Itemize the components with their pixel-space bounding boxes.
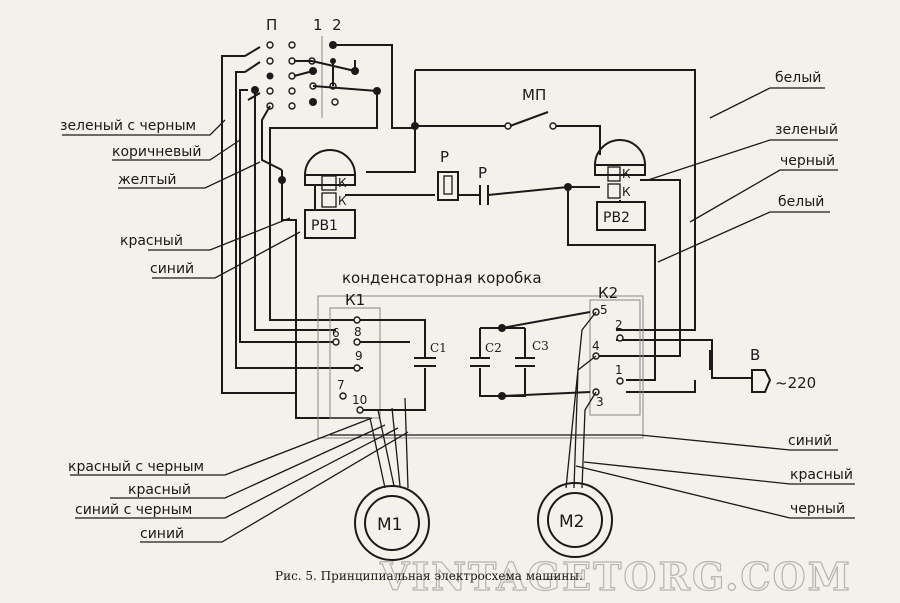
rv2-contact-lower: К	[622, 185, 631, 199]
motor-m2: М2	[537, 482, 613, 558]
switch-col2-label: 2	[332, 16, 342, 34]
c2-label: С2	[485, 341, 502, 355]
wire-label-yellow: желтый	[118, 172, 176, 188]
rv1-contact-lower: К	[338, 194, 347, 208]
k2-terminal-3: 3	[596, 395, 604, 409]
left-wire-labels: зеленый с черным коричневый желтый красн…	[60, 118, 409, 543]
m1-label: М1	[377, 515, 402, 535]
wire-label-green: зеленый	[775, 122, 838, 138]
plug-voltage: ~220	[775, 374, 816, 392]
k1-terminal-9: 9	[355, 349, 363, 363]
motor-leads	[330, 311, 640, 489]
wiring: МП К К РВ1 Р Р К К РВ2 В	[221, 44, 816, 419]
wire-label-red-right: красный	[790, 467, 853, 483]
rv2-contact-upper: К	[622, 167, 631, 181]
c1-label: С1	[430, 341, 447, 355]
k2-terminal-2: 2	[615, 318, 623, 332]
capacitor-box: конденсаторная коробка К1 К2 6 8 9 7 10 …	[317, 269, 644, 439]
box-title: конденсаторная коробка	[342, 269, 542, 287]
plug-label: В	[750, 346, 760, 364]
wire-label-brown: коричневый	[112, 144, 201, 160]
wire-label-red-2: красный	[128, 482, 191, 498]
wire-label-red: красный	[120, 233, 183, 249]
wire-label-green-black: зеленый с черным	[60, 118, 196, 134]
k2-terminal-5: 5	[600, 303, 608, 317]
k1-terminal-6: 6	[332, 326, 340, 340]
p-coil-label: Р	[440, 148, 449, 166]
wire-label-white-2: белый	[778, 194, 824, 210]
c3-label: С3	[532, 339, 549, 353]
wire-label-blue: синий	[150, 261, 194, 277]
m2-label: М2	[559, 512, 584, 532]
k2-terminal-1: 1	[615, 363, 623, 377]
rv1-contact-upper: К	[338, 176, 347, 190]
selector-switch: П 1 2	[244, 16, 381, 118]
motor-m1: М1	[354, 485, 430, 561]
wire-label-black: черный	[780, 153, 835, 169]
k1-terminal-10: 10	[352, 393, 367, 407]
wire-label-black-right: черный	[790, 501, 845, 517]
wire-label-white: белый	[775, 70, 821, 86]
rv2-label: РВ2	[603, 210, 630, 226]
wire-label-blue-black: синий с черным	[75, 502, 192, 518]
wire-label-blue-right: синий	[788, 433, 832, 449]
p-contact-label: Р	[478, 164, 487, 182]
k1-terminal-8: 8	[354, 325, 362, 339]
wire-label-blue-2: синий	[140, 526, 184, 542]
wire-label-red-black: красный с черным	[68, 459, 204, 475]
switch-col1-label: 1	[313, 16, 323, 34]
right-wire-labels: белый зеленый черный белый синий красный…	[575, 70, 855, 519]
k2-terminal-4: 4	[592, 339, 600, 353]
k1-terminal-7: 7	[337, 378, 345, 392]
k2-label: К2	[598, 284, 618, 302]
mp-label: МП	[522, 86, 546, 104]
figure-caption: Рис. 5. Принципиальная электросхема маши…	[275, 569, 583, 583]
k1-label: К1	[345, 291, 365, 309]
watermark: VINTAGETORG.COM	[379, 554, 852, 599]
rv1-label: РВ1	[311, 218, 338, 234]
switch-label: П	[266, 16, 277, 34]
